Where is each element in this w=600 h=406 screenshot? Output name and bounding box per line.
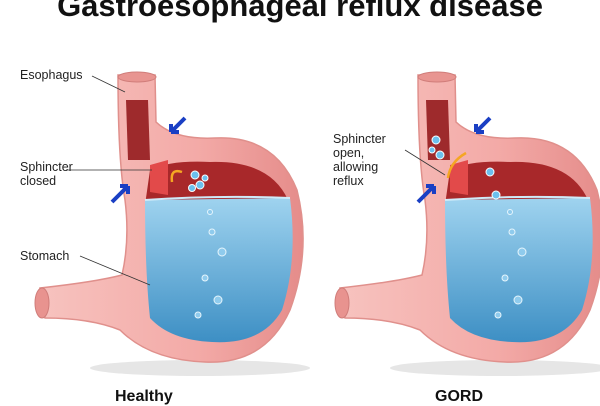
label-esophagus: Esophagus [20,68,83,82]
diagram-title: Gastroesophageal reflux disease [57,0,543,23]
healthy-stomach [34,71,311,377]
label-line: Sphincter [333,132,386,146]
label-line: reflux [333,174,364,188]
caption-healthy: Healthy [115,388,173,405]
caption-gord: GORD [435,388,483,405]
label-line: allowing [333,160,379,174]
label-sphincter-open: Sphincter open, allowing reflux [333,132,386,188]
arrow-icon [474,116,492,134]
gord-stomach [334,71,600,377]
label-stomach: Stomach [20,249,70,263]
arrow-icon [169,116,187,134]
label-sphincter-closed: Sphincter closed [20,160,73,188]
label-line: open, [333,146,365,160]
arrow-icon [110,184,130,204]
label-line: closed [20,174,57,188]
arrow-icon [416,184,436,204]
label-line: Sphincter [20,160,73,174]
